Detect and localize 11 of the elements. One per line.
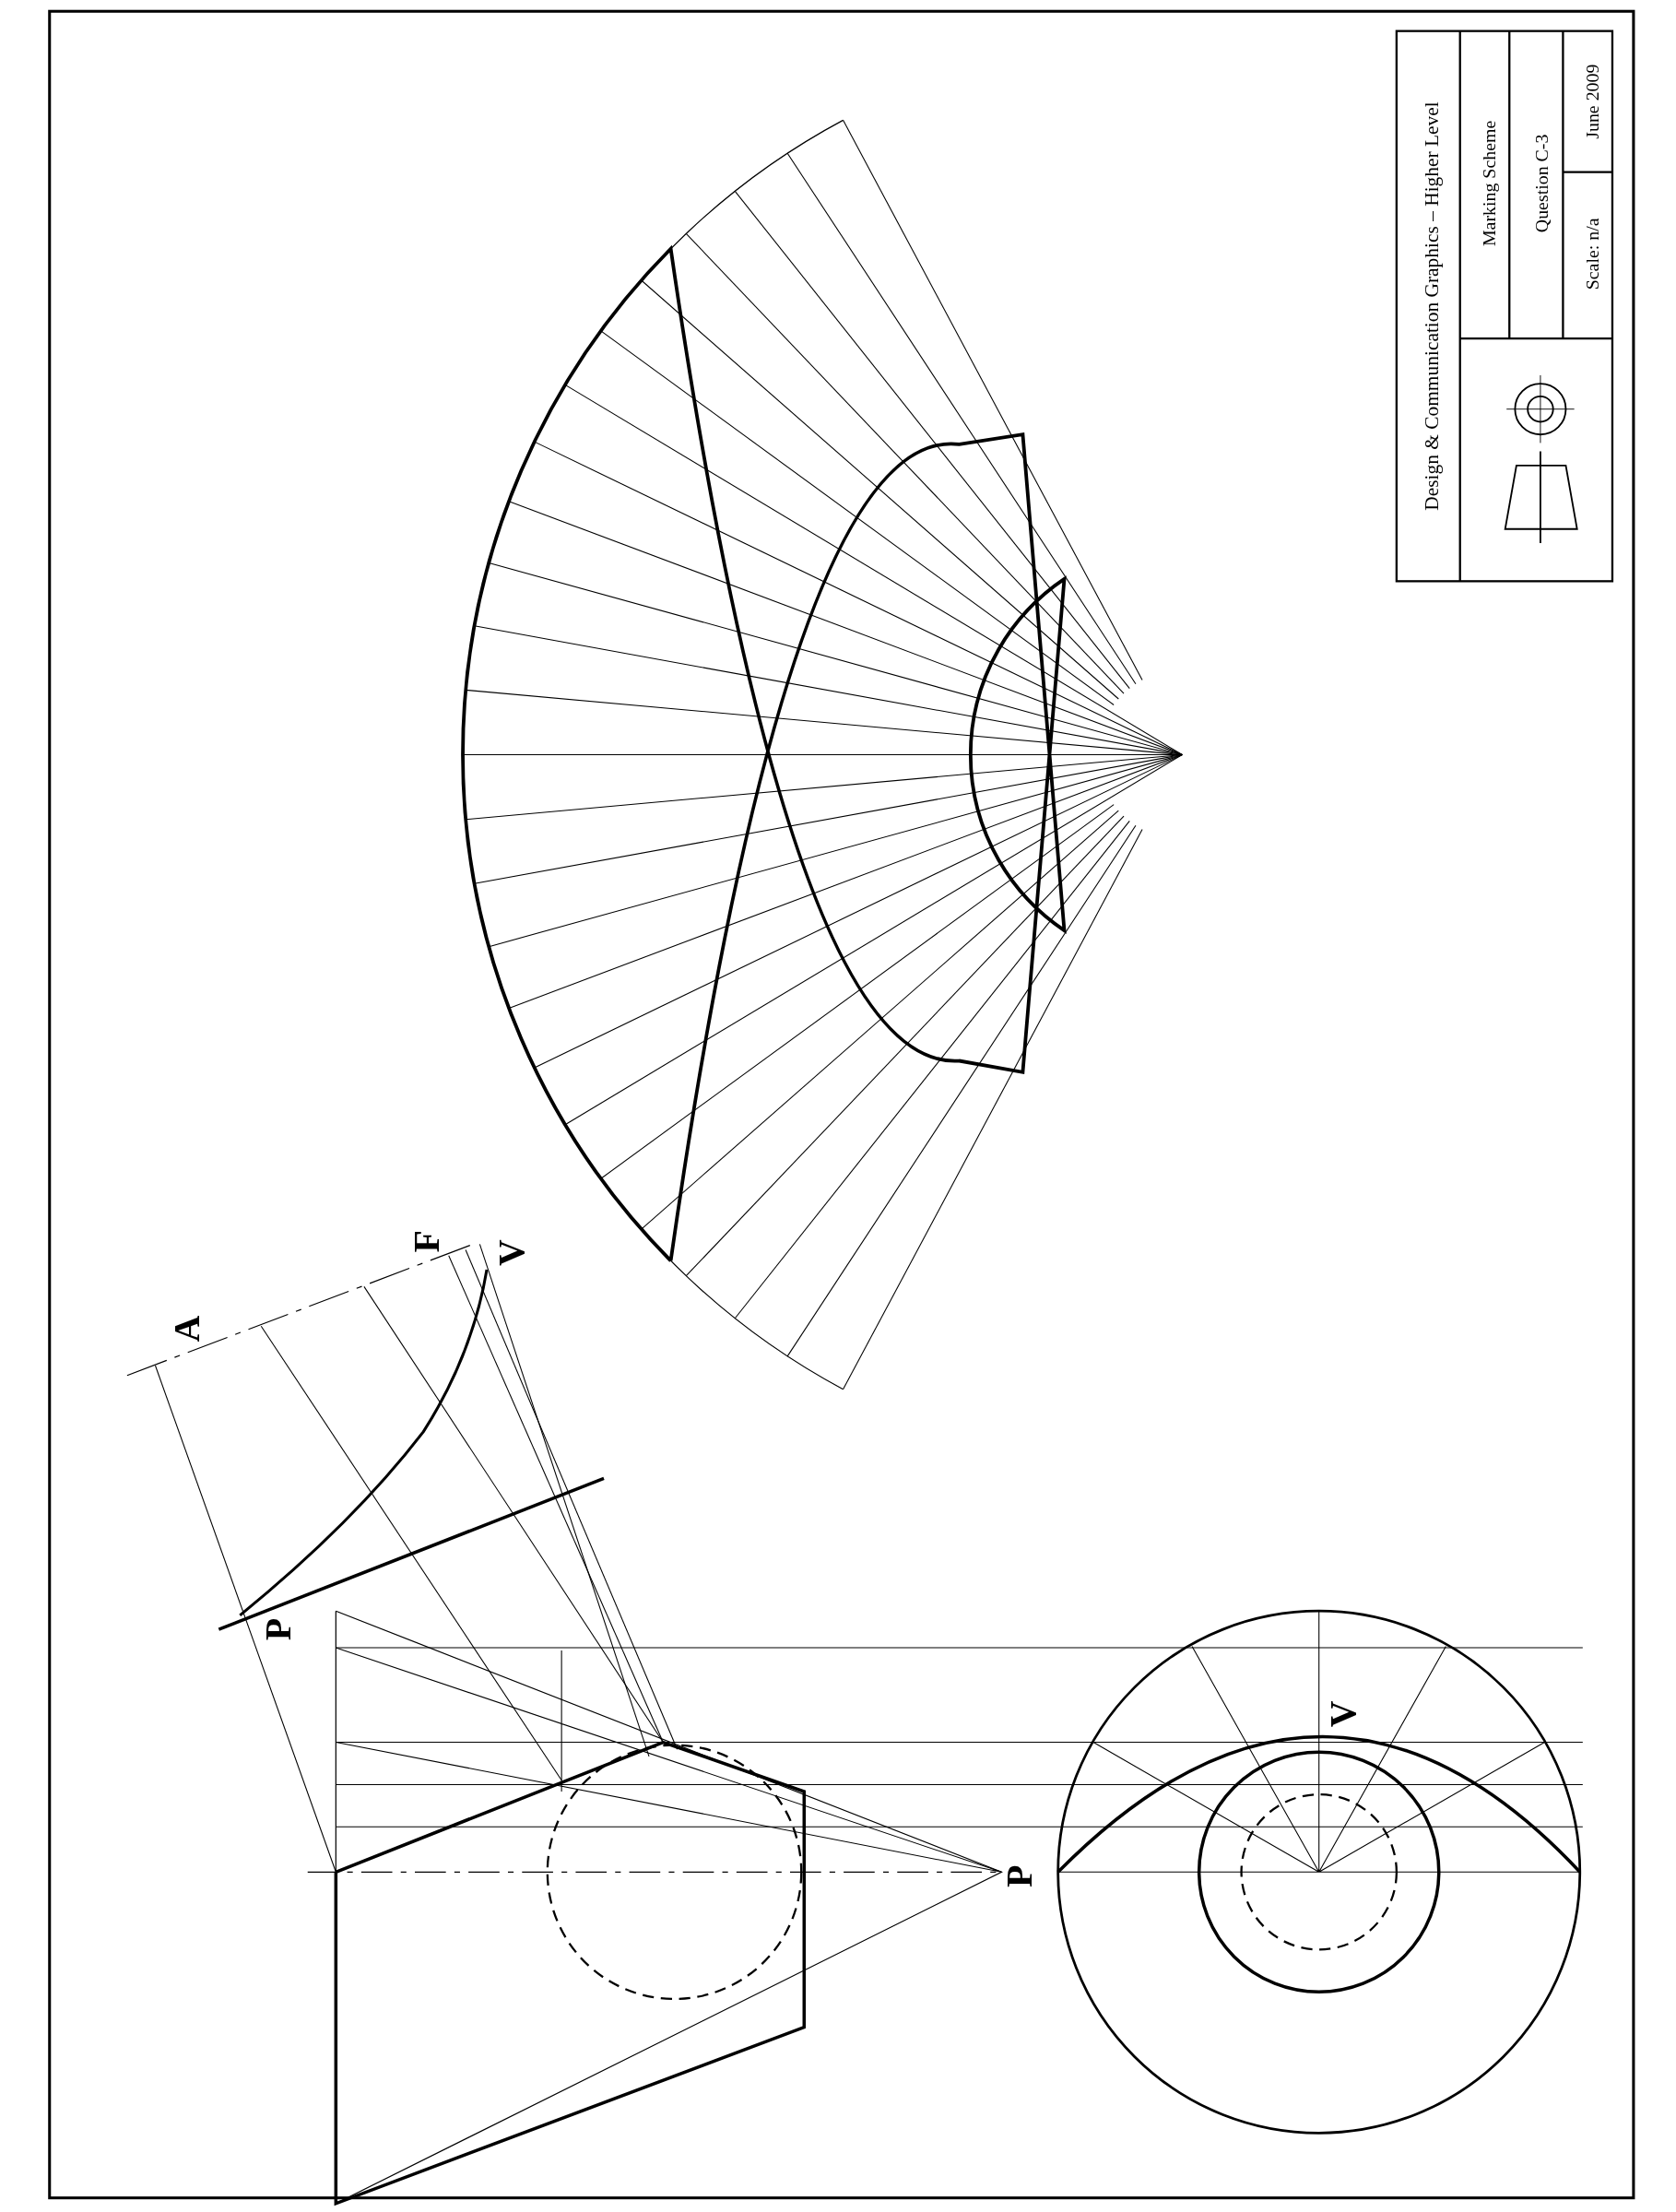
document-type-text: Marking Scheme [1478, 120, 1499, 247]
point-letter: V [490, 1239, 532, 1266]
date-text: June 2009 [1581, 64, 1602, 139]
question-number-text: Question C-3 [1530, 134, 1552, 233]
scale-text: Scale: n/a [1581, 218, 1602, 290]
view-letter: A [166, 1315, 207, 1343]
point-letter: V [1323, 1700, 1364, 1728]
point-letter: F [406, 1230, 447, 1253]
title-text: Design & Communication Graphics – Higher Level [1420, 101, 1443, 511]
point-letter: P [258, 1617, 300, 1641]
point-letter: P [998, 1864, 1040, 1887]
